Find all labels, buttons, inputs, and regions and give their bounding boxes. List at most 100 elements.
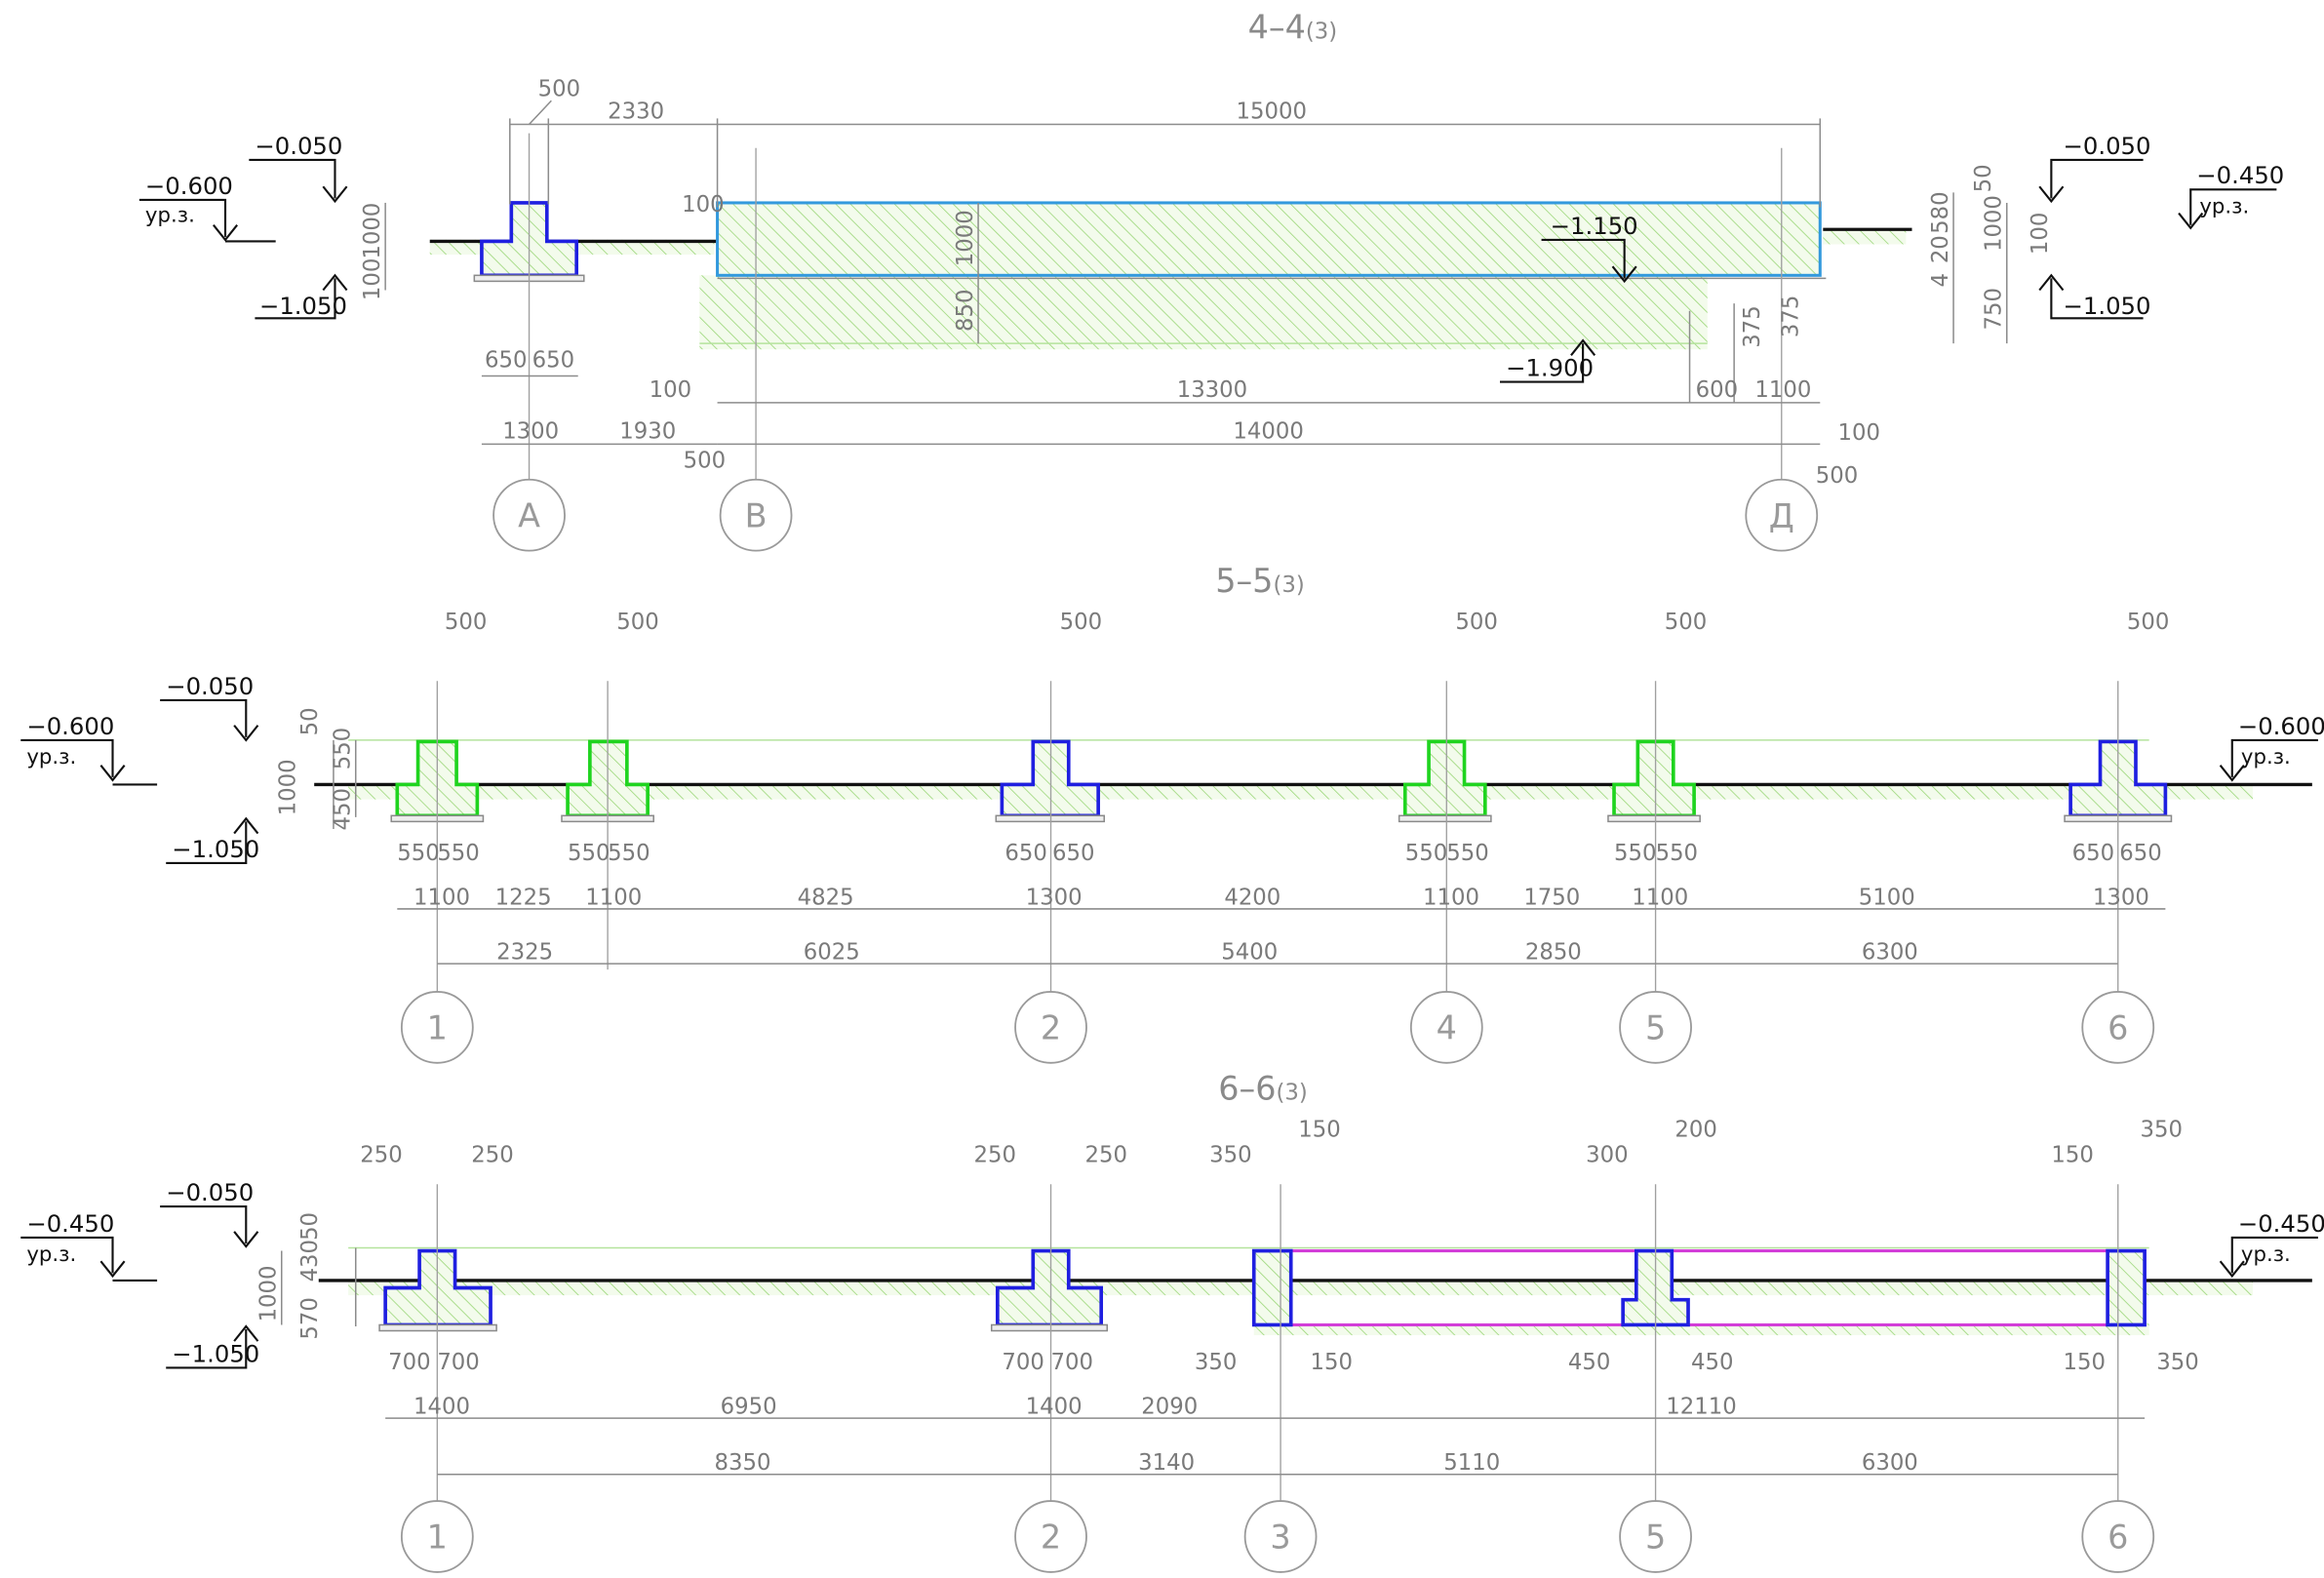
- svg-text:ур.з.: ур.з.: [26, 1243, 76, 1267]
- svg-text:550: 550: [437, 841, 479, 866]
- svg-text:1400: 1400: [1026, 1395, 1083, 1420]
- svg-text:100: 100: [360, 258, 385, 300]
- axis-bubbles: 1 2 4 5 6: [400, 991, 2155, 1064]
- svg-text:−1.050: −1.050: [259, 292, 347, 320]
- section-title: 4–4(3): [1248, 8, 1338, 46]
- svg-text:−0.050: −0.050: [255, 132, 342, 160]
- svg-text:15000: 15000: [1236, 99, 1306, 124]
- svg-text:А: А: [518, 496, 540, 534]
- svg-text:ур.з.: ур.з.: [26, 745, 76, 769]
- section-title: 5–5(3): [1215, 562, 1305, 600]
- svg-text:1100: 1100: [1632, 885, 1688, 910]
- svg-text:500: 500: [684, 449, 726, 474]
- svg-text:1225: 1225: [495, 885, 552, 910]
- svg-text:−0.050: −0.050: [2064, 132, 2151, 160]
- svg-text:1: 1: [427, 1519, 448, 1557]
- svg-text:500: 500: [445, 610, 487, 635]
- svg-text:500: 500: [1455, 610, 1497, 635]
- svg-text:250: 250: [471, 1143, 513, 1168]
- svg-text:−0.450: −0.450: [2238, 1209, 2324, 1238]
- svg-text:6025: 6025: [804, 940, 860, 966]
- svg-text:1930: 1930: [619, 418, 676, 444]
- svg-text:2: 2: [1041, 1009, 1061, 1047]
- svg-text:650: 650: [532, 347, 574, 373]
- svg-text:1300: 1300: [1026, 885, 1083, 910]
- svg-text:Д: Д: [1769, 496, 1794, 534]
- svg-text:250: 250: [973, 1143, 1015, 1168]
- axis-bubble-5: [1619, 991, 1692, 1064]
- svg-text:1100: 1100: [1423, 885, 1479, 910]
- svg-text:250: 250: [360, 1143, 402, 1168]
- section-4-4: 4–4(3): [138, 8, 2284, 552]
- svg-text:1000: 1000: [275, 759, 300, 815]
- svg-text:550: 550: [608, 841, 650, 866]
- svg-text:700: 700: [388, 1350, 430, 1375]
- axis-bubble-2: [1014, 1500, 1087, 1573]
- svg-text:13300: 13300: [1177, 377, 1247, 403]
- svg-text:−0.600: −0.600: [26, 712, 114, 740]
- svg-text:−0.450: −0.450: [2196, 161, 2284, 189]
- axis-bubble-v: [719, 478, 793, 552]
- svg-text:8350: 8350: [715, 1450, 771, 1476]
- svg-text:2090: 2090: [1141, 1395, 1198, 1420]
- svg-text:450: 450: [331, 788, 356, 830]
- svg-text:1400: 1400: [414, 1395, 470, 1420]
- svg-text:1300: 1300: [502, 418, 559, 444]
- svg-text:1000: 1000: [360, 203, 385, 259]
- svg-text:550: 550: [568, 841, 610, 866]
- svg-text:2: 2: [1041, 1519, 1061, 1557]
- svg-text:200: 200: [1674, 1118, 1716, 1143]
- footing-3: [1251, 1248, 1293, 1327]
- svg-text:350: 350: [2141, 1118, 2183, 1143]
- svg-text:750: 750: [1982, 288, 2007, 330]
- svg-text:700: 700: [1002, 1350, 1044, 1375]
- svg-text:500: 500: [538, 77, 580, 102]
- svg-text:580: 580: [1928, 191, 1953, 233]
- svg-text:4200: 4200: [1224, 885, 1280, 910]
- svg-text:3: 3: [1270, 1519, 1290, 1557]
- svg-text:150: 150: [2064, 1350, 2106, 1375]
- svg-text:250: 250: [1084, 1143, 1126, 1168]
- footing-2: [995, 1248, 1104, 1327]
- svg-text:1100: 1100: [1754, 377, 1811, 403]
- svg-text:1000: 1000: [1982, 195, 2007, 252]
- svg-text:4: 4: [1437, 1009, 1457, 1047]
- svg-text:1100: 1100: [414, 885, 470, 910]
- svg-text:6300: 6300: [1862, 1450, 1918, 1476]
- svg-text:500: 500: [616, 610, 658, 635]
- svg-text:50: 50: [297, 707, 323, 735]
- svg-text:650: 650: [485, 347, 527, 373]
- ground-hatch: [348, 1280, 2254, 1296]
- section-6-6: 6–6(3) −0.050 −0.450 ур.з. −1.050: [20, 1070, 2324, 1573]
- svg-text:450: 450: [1691, 1350, 1733, 1375]
- slab-outline: [716, 201, 1822, 277]
- axis-bubble-1: [400, 991, 474, 1064]
- svg-text:300: 300: [1586, 1143, 1628, 1168]
- dimension-labels: 250 250 250 250 350 150 300 200 150 350 …: [256, 1118, 2199, 1476]
- svg-text:5100: 5100: [1859, 885, 1915, 910]
- svg-text:14000: 14000: [1233, 418, 1303, 444]
- ground-hatch-right: [1823, 229, 1907, 245]
- svg-text:20: 20: [1928, 235, 1953, 263]
- svg-text:150: 150: [1310, 1350, 1352, 1375]
- svg-text:6300: 6300: [1862, 940, 1918, 966]
- axis-bubble-1: [400, 1500, 474, 1573]
- svg-text:−0.600: −0.600: [145, 172, 233, 200]
- svg-text:570: 570: [297, 1297, 323, 1339]
- svg-text:1: 1: [427, 1009, 448, 1047]
- svg-text:100: 100: [1838, 420, 1880, 446]
- svg-text:50: 50: [297, 1212, 323, 1241]
- svg-text:550: 550: [331, 728, 356, 769]
- svg-text:500: 500: [2127, 610, 2169, 635]
- svg-text:5110: 5110: [1443, 1450, 1500, 1476]
- axis-bubble-a: [492, 478, 566, 552]
- svg-text:550: 550: [1614, 841, 1656, 866]
- footing-1: [383, 1248, 492, 1327]
- svg-text:4825: 4825: [798, 885, 854, 910]
- svg-text:430: 430: [297, 1240, 323, 1282]
- svg-text:500: 500: [1816, 463, 1858, 489]
- svg-text:6950: 6950: [721, 1395, 777, 1420]
- svg-text:ур.з.: ур.з.: [2241, 745, 2291, 769]
- axis-bubble-3: [1243, 1500, 1318, 1573]
